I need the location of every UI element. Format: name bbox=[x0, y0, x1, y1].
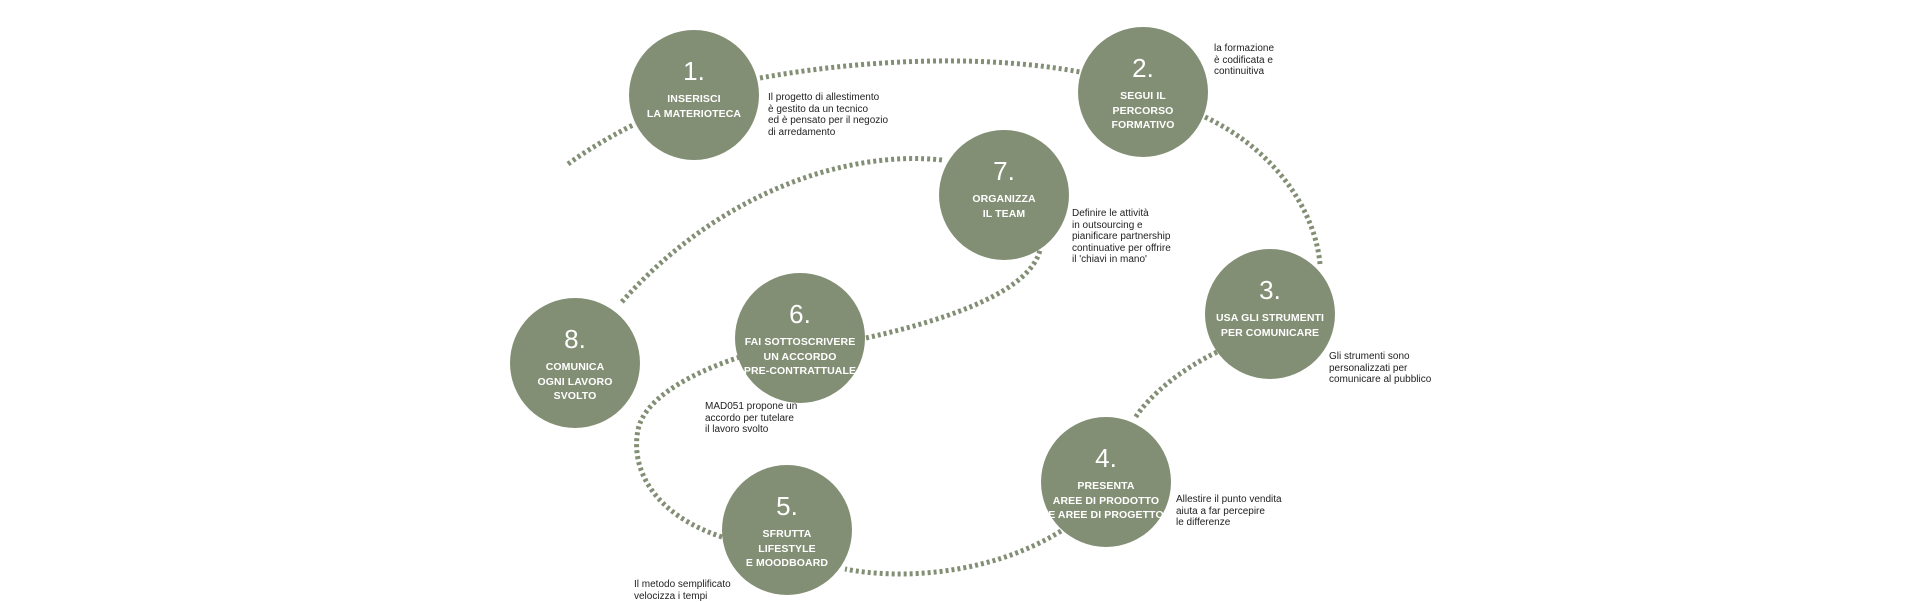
step-2-number: 2. bbox=[1132, 53, 1154, 83]
step-6-title: FAI SOTTOSCRIVERE UN ACCORDO PRE-CONTRAT… bbox=[743, 336, 857, 377]
path-step-5-to-step-6 bbox=[634, 354, 741, 540]
step-8-title: COMUNICA OGNI LAVORO SVOLTO bbox=[537, 361, 613, 402]
step-3-number: 3. bbox=[1259, 275, 1281, 305]
step-7-number: 7. bbox=[993, 156, 1015, 186]
step-7-title: ORGANIZZA IL TEAM bbox=[972, 193, 1036, 220]
step-3-note: Gli strumenti sono personalizzati per co… bbox=[1329, 351, 1432, 386]
step-1-note: Il progetto di allestimento è gestito da… bbox=[768, 92, 889, 138]
step-3-title: USA GLI STRUMENTI PER COMUNICARE bbox=[1215, 312, 1325, 339]
path-step-2-to-step-3 bbox=[1203, 114, 1323, 265]
step-4-note: Allestire il punto vendita aiuta a far p… bbox=[1176, 494, 1282, 529]
step-3-circle: 3. USA GLI STRUMENTI PER COMUNICARE bbox=[1205, 249, 1335, 379]
path-step-7-to-step-8 bbox=[618, 156, 943, 306]
dotted-connector-paths bbox=[566, 58, 1323, 577]
step-1-number: 1. bbox=[683, 56, 705, 86]
path-step-4-to-step-5 bbox=[844, 528, 1063, 577]
step-7-circle: 7. ORGANIZZA IL TEAM bbox=[939, 130, 1069, 260]
path-step-6-to-step-7 bbox=[865, 249, 1043, 341]
step-1-title: INSERISCI LA MATERIOTECA bbox=[646, 93, 742, 120]
step-1-circle: 1. INSERISCI LA MATERIOTECA bbox=[629, 30, 759, 160]
step-2-note: la formazione è codificata e continuitiv… bbox=[1214, 43, 1275, 78]
step-5-note: Il metodo semplificato velocizza i tempi bbox=[634, 579, 731, 602]
step-5-title: SFRUTTA LIFESTYLE E MOODBOARD bbox=[745, 528, 829, 569]
path-step-3-to-step-4 bbox=[1132, 349, 1219, 420]
path-start-to-step-1 bbox=[566, 121, 637, 167]
step-6-number: 6. bbox=[789, 299, 811, 329]
path-step-1-to-step-2 bbox=[759, 58, 1081, 81]
step-2-circle: 2. SEGUI IL PERCORSO FORMATIVO bbox=[1078, 27, 1208, 157]
step-2-title: SEGUI IL PERCORSO FORMATIVO bbox=[1111, 90, 1175, 131]
step-8-circle: 8. COMUNICA OGNI LAVORO SVOLTO bbox=[510, 298, 640, 428]
step-4-title: PRESENTA AREE DI PRODOTTO E AREE DI PROG… bbox=[1048, 480, 1164, 521]
step-5-number: 5. bbox=[776, 491, 798, 521]
step-6-circle: 6. FAI SOTTOSCRIVERE UN ACCORDO PRE-CONT… bbox=[735, 273, 865, 403]
step-4-circle: 4. PRESENTA AREE DI PRODOTTO E AREE DI P… bbox=[1041, 417, 1171, 547]
step-8-number: 8. bbox=[564, 324, 586, 354]
step-7-note: Definire le attività in outsourcing e pi… bbox=[1072, 208, 1171, 266]
step-5-circle: 5. SFRUTTA LIFESTYLE E MOODBOARD bbox=[722, 465, 852, 595]
step-6-note: MAD051 propone un accordo per tutelare i… bbox=[705, 401, 798, 436]
step-4-number: 4. bbox=[1095, 443, 1117, 473]
